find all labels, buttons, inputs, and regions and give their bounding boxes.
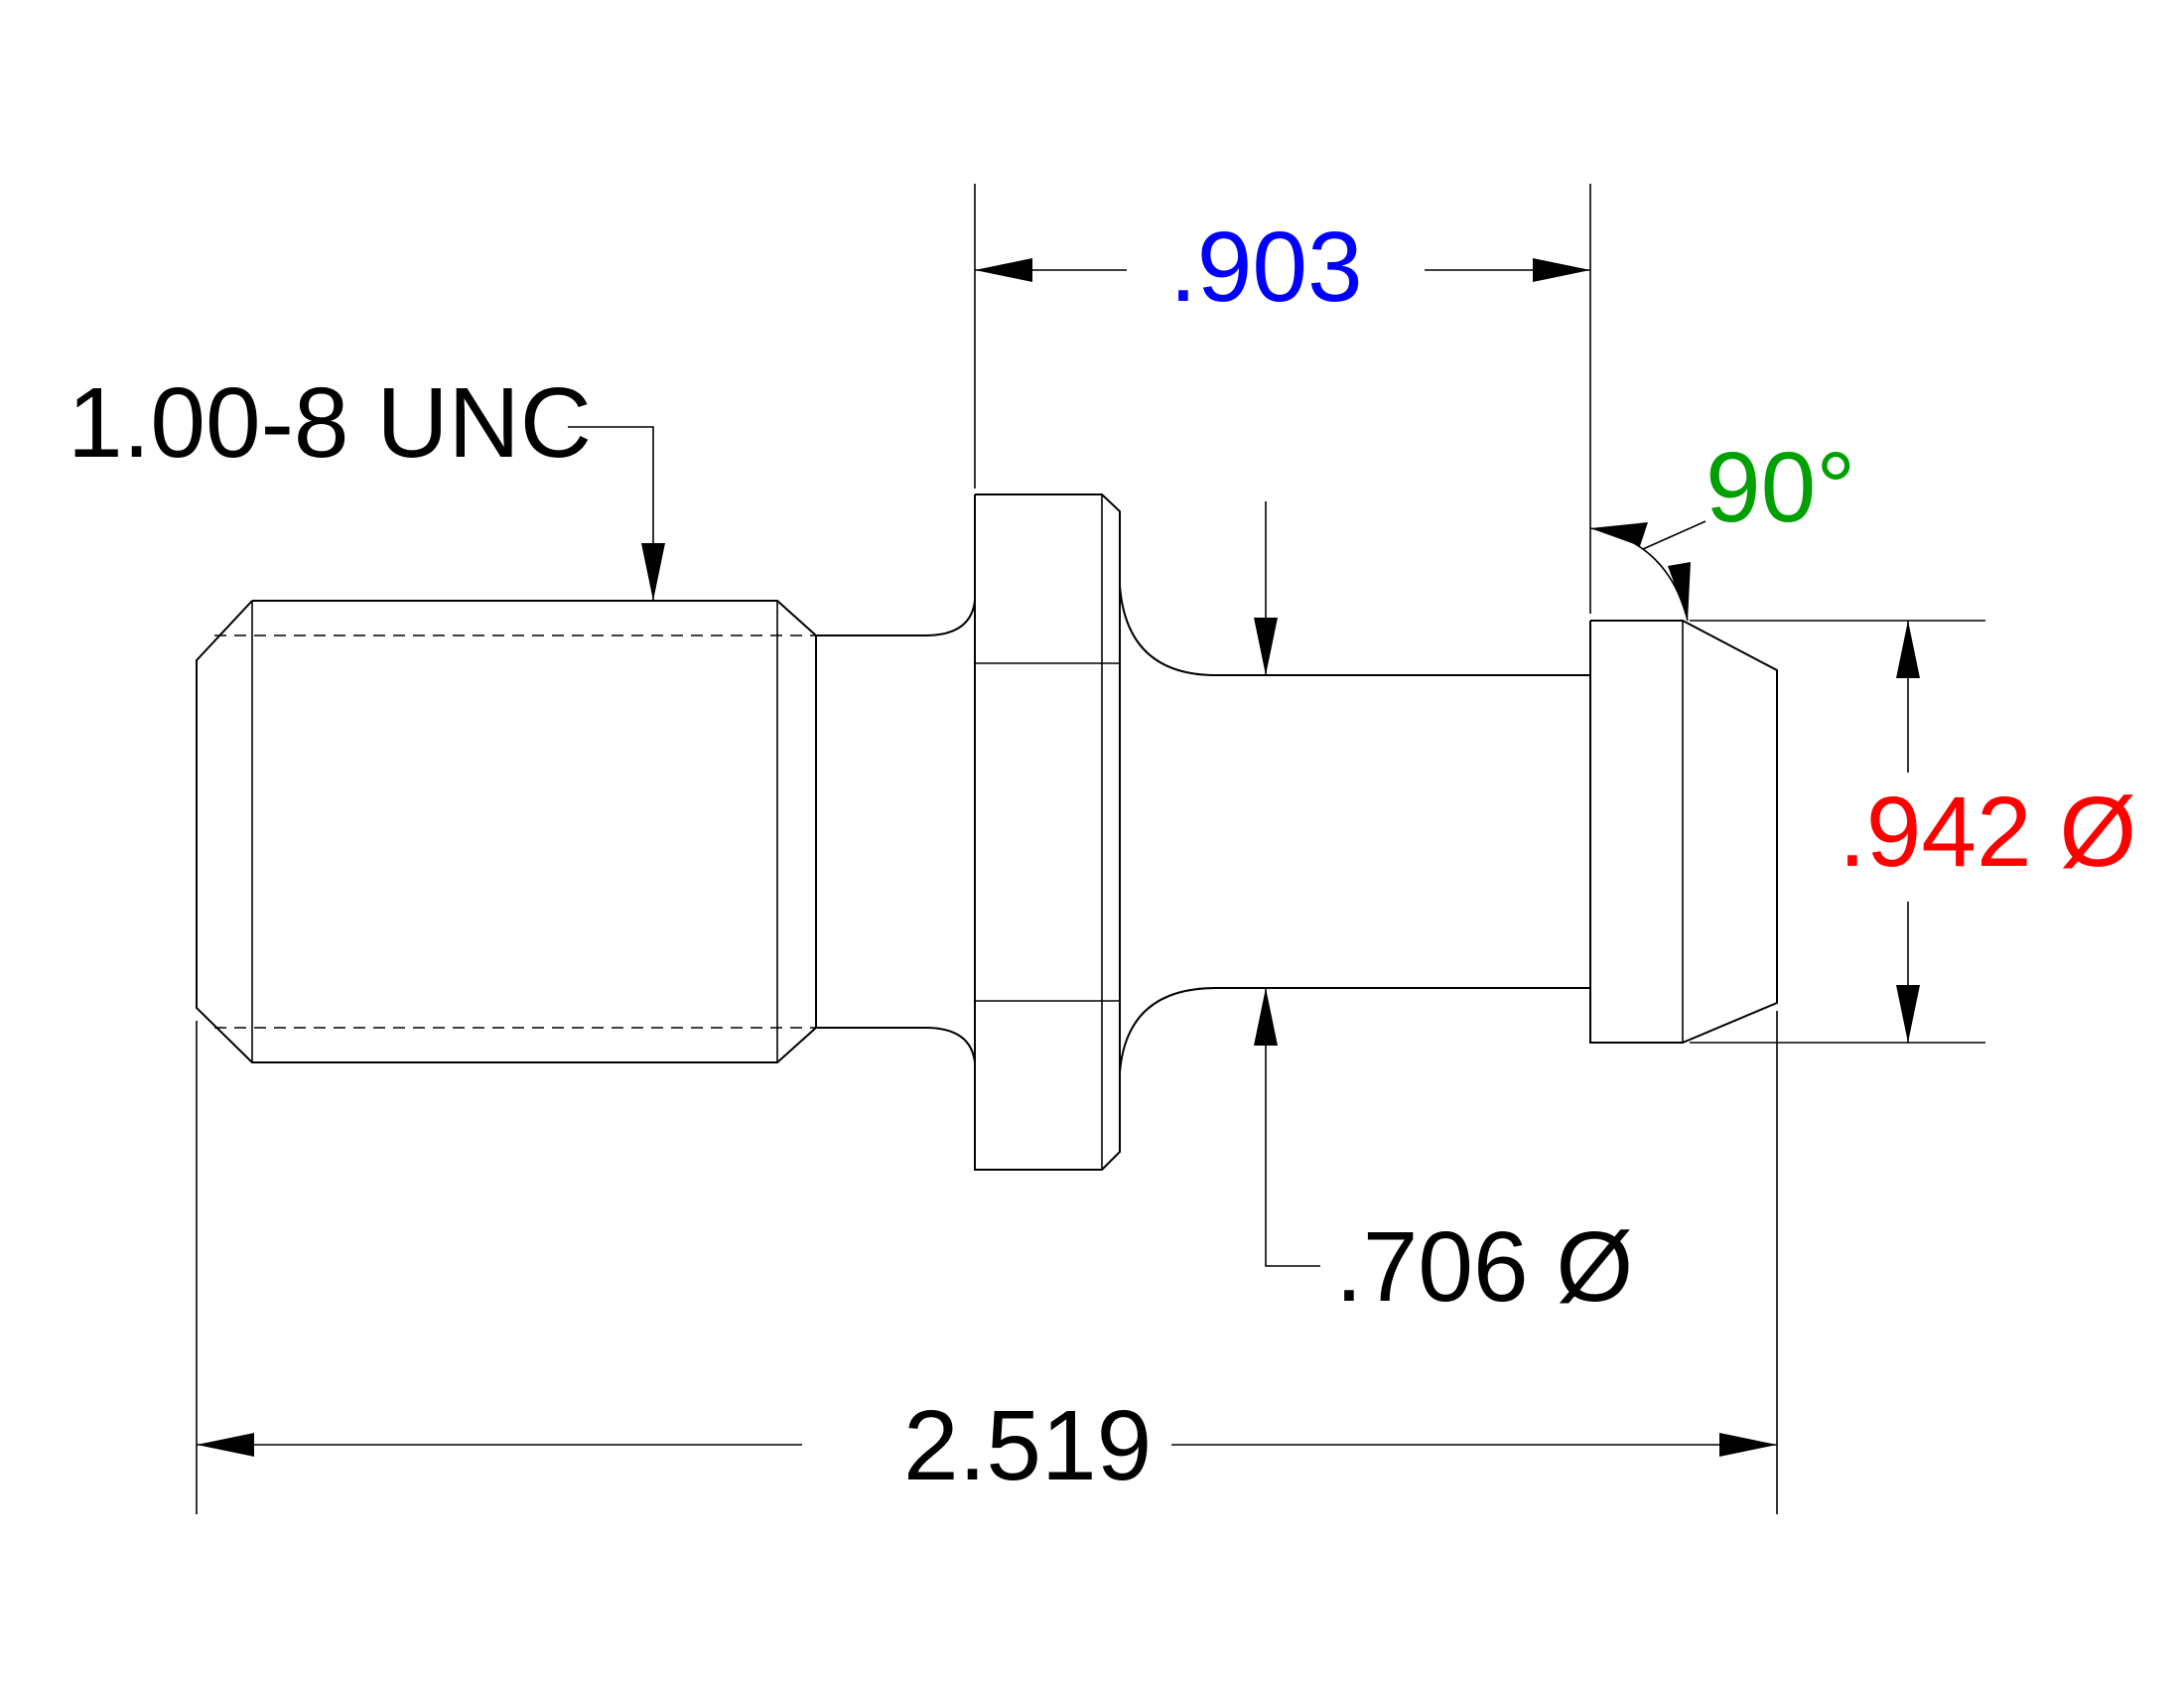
angle-label: 90° — [1706, 432, 1855, 543]
flange-to-head-label: .903 — [1169, 211, 1363, 323]
leader-thread — [568, 426, 665, 601]
arrow-down — [1668, 562, 1691, 621]
groove-bottom — [816, 1027, 976, 1063]
arrow-down — [1254, 618, 1278, 675]
overall-length-label: 2.519 — [903, 1390, 1152, 1501]
neck-bottom — [1119, 987, 1590, 1073]
thread-label: 1.00-8 UNC — [68, 367, 592, 479]
extension-lines — [196, 184, 1985, 1514]
dimension-angle — [1589, 520, 1706, 622]
thread-outline — [196, 600, 817, 1063]
neck-top — [1119, 585, 1590, 676]
arrow-left — [197, 1433, 254, 1457]
arrow-right — [1719, 1433, 1777, 1457]
arrow-left — [975, 258, 1032, 282]
head-outline — [1589, 620, 1778, 1044]
dimension-head-diameter — [1896, 621, 1920, 1043]
arrow-down — [1896, 985, 1920, 1043]
head-diameter-label: .942 Ø — [1839, 776, 2136, 888]
arrow-down — [641, 543, 665, 601]
part-outline — [196, 493, 1778, 1171]
arrow-left — [1590, 522, 1648, 546]
flange-outline — [974, 493, 1121, 1171]
dimension-overall-length — [197, 1433, 1777, 1457]
arrow-up — [1254, 988, 1278, 1046]
arrow-up — [1896, 621, 1920, 678]
neck-diameter-label: .706 Ø — [1335, 1211, 1633, 1323]
groove-top — [816, 600, 976, 636]
arrow-right — [1533, 258, 1590, 282]
dimension-neck-diameter — [1254, 501, 1320, 1267]
dimension-flange-to-head — [975, 258, 1590, 282]
